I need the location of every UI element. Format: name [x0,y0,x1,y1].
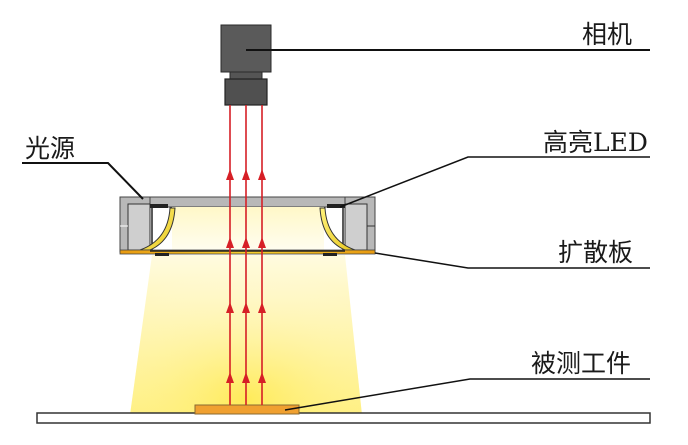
ray-arrow-up-icon [226,302,234,313]
ray-arrow-up-icon [242,372,250,383]
led-left [150,204,168,208]
label-camera: 相机 [582,20,632,49]
led-right [327,204,345,208]
label-high-brightness-led: 高亮LED [543,128,648,157]
leader-lines [22,49,650,411]
camera-lens [224,78,268,106]
ray-arrow-up-icon [258,372,266,383]
ray-arrow-up-icon [226,169,234,180]
camera-body [220,24,272,73]
ray-arrow-up-icon [242,169,250,180]
label-diffuser-plate: 扩散板 [558,238,633,267]
light-rays [226,105,266,405]
leader-diffuser [374,252,650,269]
label-workpiece: 被测工件 [531,349,631,378]
diffuser-plate [119,249,376,255]
stage-plate [36,412,651,424]
light-source [119,196,376,256]
camera [220,24,272,106]
ray-arrow-up-icon [226,372,234,383]
ray-arrow-up-icon [258,237,266,248]
ray-arrow-up-icon [226,237,234,248]
leader-workpiece [284,378,650,411]
ray-arrow-up-icon [258,302,266,313]
ray-arrow-up-icon [242,302,250,313]
ray-arrow-up-icon [258,169,266,180]
workpiece-shape [194,404,300,415]
camera-mount [229,71,263,80]
leader-led [339,156,650,208]
ray-arrow-up-icon [242,237,250,248]
leader-light-source [22,162,144,200]
label-light-source: 光源 [25,134,75,163]
